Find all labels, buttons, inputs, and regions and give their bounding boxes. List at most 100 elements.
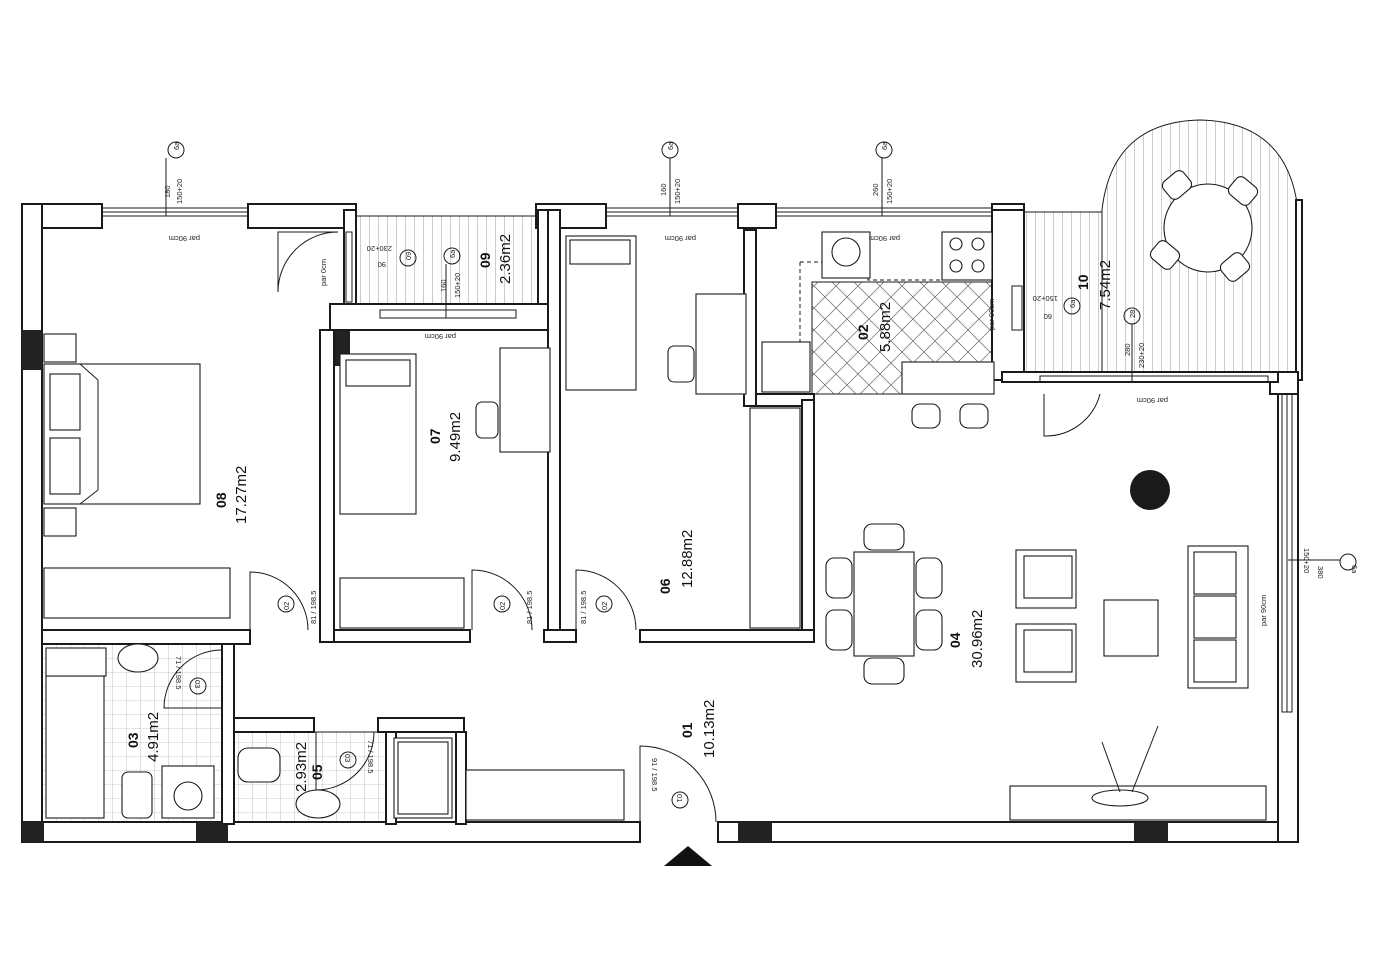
bar-stool-1 xyxy=(911,403,941,429)
chair-07 xyxy=(475,401,499,439)
terrace-10-floor xyxy=(1023,211,1103,373)
svg-text:81 / 198.5: 81 / 198.5 xyxy=(525,591,534,624)
round-table xyxy=(1163,183,1253,273)
room-02-area: 5.88m2 xyxy=(877,302,894,352)
svg-text:380: 380 xyxy=(1316,566,1325,579)
svg-text:28: 28 xyxy=(1128,310,1137,318)
room-10-area: 7.54m2 xyxy=(1097,260,1114,310)
svg-text:02: 02 xyxy=(282,602,291,610)
room-07-area: 9.49m2 xyxy=(447,412,464,462)
wc-05-fixtures xyxy=(237,737,453,819)
kitchen-counter xyxy=(901,361,995,395)
room-labels: 08 17.27m2 07 9.49m2 09 2.36m2 06 12.88m… xyxy=(125,234,1114,792)
svg-text:160: 160 xyxy=(439,279,448,292)
svg-text:par 90cm: par 90cm xyxy=(665,234,696,243)
svg-text:150+20: 150+20 xyxy=(175,179,184,204)
room-08-number: 08 xyxy=(213,492,229,508)
room-07-number: 07 xyxy=(427,428,443,444)
desk-06 xyxy=(695,293,747,395)
bar-stool-2 xyxy=(959,403,989,429)
svg-text:par 90cm: par 90cm xyxy=(869,234,900,243)
room-10-number: 10 xyxy=(1075,274,1091,290)
stove xyxy=(941,231,993,281)
svg-text:260: 260 xyxy=(871,183,880,196)
window-tags: 6a 180 150+20 par 90cm 6a 160 150+20 par… xyxy=(163,141,1359,626)
svg-text:150+20: 150+20 xyxy=(453,273,462,298)
svg-text:150+20: 150+20 xyxy=(885,179,894,204)
dining-table xyxy=(853,551,915,657)
fridge xyxy=(761,341,811,393)
washbasin-03 xyxy=(117,643,159,673)
windows xyxy=(101,207,1293,713)
svg-text:6a: 6a xyxy=(1068,299,1077,308)
hall-01-furniture xyxy=(465,769,712,866)
room-08-area: 17.27m2 xyxy=(233,466,250,524)
svg-text:02: 02 xyxy=(600,602,609,610)
room-03-area: 4.91m2 xyxy=(145,712,162,762)
bathtub xyxy=(45,675,105,819)
svg-text:150+20: 150+20 xyxy=(1033,294,1058,303)
svg-text:02: 02 xyxy=(498,602,507,610)
svg-text:par 90cm: par 90cm xyxy=(169,234,200,243)
interior-walls xyxy=(41,209,1279,825)
bedroom-06-furniture xyxy=(565,235,801,629)
svg-text:par 90cm: par 90cm xyxy=(1259,595,1268,626)
entrance-arrow xyxy=(664,846,712,866)
svg-text:09: 09 xyxy=(404,252,413,260)
hall-cabinet xyxy=(465,769,625,821)
svg-text:par 90cm: par 90cm xyxy=(1137,396,1168,405)
svg-text:6a: 6a xyxy=(666,141,675,150)
room-04-area: 30.96m2 xyxy=(969,610,986,668)
svg-text:81 / 198.5: 81 / 198.5 xyxy=(309,591,318,624)
wardrobe-06 xyxy=(749,407,801,629)
svg-text:6a: 6a xyxy=(448,249,457,258)
wardrobe-07 xyxy=(339,577,465,629)
svg-text:03: 03 xyxy=(193,680,202,688)
room-01-number: 01 xyxy=(679,722,695,738)
svg-text:60: 60 xyxy=(1044,312,1052,321)
svg-text:180: 180 xyxy=(163,185,172,198)
room-09-area: 2.36m2 xyxy=(497,234,514,284)
svg-text:150+20: 150+20 xyxy=(673,179,682,204)
plant xyxy=(1130,470,1170,510)
washbasin-05 xyxy=(295,789,341,819)
svg-text:150+20: 150+20 xyxy=(1302,548,1311,573)
kitchen-02-fixtures xyxy=(761,231,995,429)
svg-text:par 90cm: par 90cm xyxy=(425,332,456,341)
svg-text:71 / 198.5: 71 / 198.5 xyxy=(174,656,183,689)
svg-text:01: 01 xyxy=(675,794,684,802)
svg-text:90: 90 xyxy=(378,260,386,269)
svg-text:6a: 6a xyxy=(880,141,889,150)
wardrobe-08 xyxy=(43,567,231,619)
svg-text:par 0cm: par 0cm xyxy=(319,259,328,286)
coffee-table xyxy=(1103,599,1159,657)
svg-text:230+20: 230+20 xyxy=(367,244,392,253)
svg-text:91 / 198.5: 91 / 198.5 xyxy=(650,758,659,791)
toilet-05 xyxy=(237,747,281,783)
svg-text:6a: 6a xyxy=(1350,565,1359,574)
room-05-number: 05 xyxy=(309,764,325,780)
room-06-number: 06 xyxy=(657,578,673,594)
bathroom-03-fixtures xyxy=(45,643,215,819)
toilet-03 xyxy=(121,771,153,819)
svg-text:6a: 6a xyxy=(172,141,181,150)
desk-07 xyxy=(499,347,551,453)
room-03-number: 03 xyxy=(125,732,141,748)
svg-text:81 / 198.5: 81 / 198.5 xyxy=(579,591,588,624)
room-01-area: 10.13m2 xyxy=(701,700,718,758)
chair-06 xyxy=(667,345,695,383)
svg-text:280: 280 xyxy=(1123,343,1132,356)
svg-text:par 90cm: par 90cm xyxy=(987,299,996,330)
door-tags: 02 81 / 198.5 02 81 / 198.5 02 81 / 198.… xyxy=(174,591,689,809)
bedroom-08-furniture xyxy=(43,333,231,619)
svg-text:71 / 198.5: 71 / 198.5 xyxy=(366,740,375,773)
bedroom-07-furniture xyxy=(339,347,551,629)
terrace-furniture xyxy=(1149,170,1259,282)
room-02-number: 02 xyxy=(855,324,871,340)
room-05-area: 2.93m2 xyxy=(293,742,310,792)
room-04-number: 04 xyxy=(947,632,963,648)
living-04-furniture xyxy=(825,470,1267,821)
room-06-area: 12.88m2 xyxy=(679,530,696,588)
svg-text:160: 160 xyxy=(659,183,668,196)
